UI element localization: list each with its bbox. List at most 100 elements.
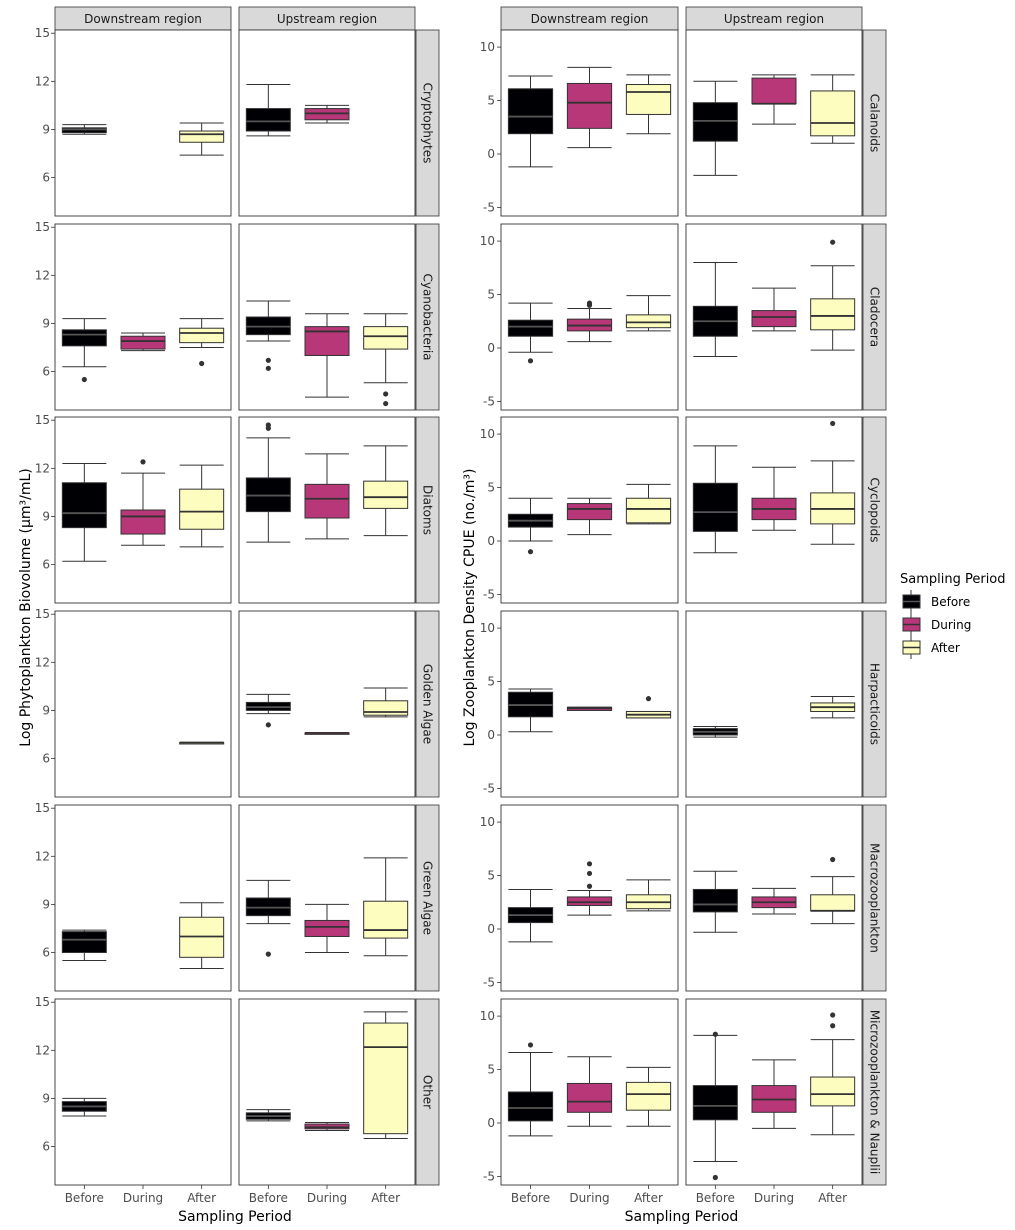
box-after bbox=[625, 483, 672, 525]
iqr-box bbox=[120, 509, 166, 535]
box-during bbox=[751, 1059, 797, 1129]
legend-item-after: After bbox=[902, 636, 960, 659]
box-after bbox=[179, 318, 225, 367]
y-tick-label: 15 bbox=[35, 607, 50, 621]
iqr-box bbox=[625, 1081, 672, 1111]
outlier-point bbox=[140, 459, 146, 465]
box-before bbox=[245, 879, 291, 957]
box-after bbox=[810, 74, 856, 144]
y-tick-label: 15 bbox=[35, 995, 50, 1009]
column-strip-label: Upstream region bbox=[724, 12, 824, 26]
y-tick-label: 9 bbox=[42, 509, 50, 523]
y-tick-label: 5 bbox=[487, 675, 495, 689]
panel bbox=[685, 29, 863, 217]
row-strip bbox=[862, 223, 887, 411]
outlier-point bbox=[830, 239, 836, 245]
iqr-box bbox=[810, 90, 856, 137]
outlier-point bbox=[527, 358, 534, 364]
y-tick-label: 6 bbox=[42, 752, 50, 766]
row-strip-label: Diatoms bbox=[421, 485, 435, 535]
box-after bbox=[179, 122, 225, 156]
box-after bbox=[363, 857, 409, 957]
row-strip-label: Cryptophytes bbox=[421, 83, 435, 164]
iqr-box bbox=[810, 1076, 856, 1107]
box-before bbox=[61, 929, 107, 962]
panel-border bbox=[54, 804, 232, 992]
box-after bbox=[625, 1066, 672, 1127]
y-tick-label: 9 bbox=[42, 316, 50, 330]
panel bbox=[238, 610, 416, 798]
y-tick-label: 15 bbox=[35, 801, 50, 815]
outlier-point bbox=[830, 1023, 836, 1029]
outlier-point bbox=[265, 951, 271, 957]
iqr-box bbox=[61, 329, 107, 347]
box-after bbox=[363, 1011, 409, 1139]
box-after bbox=[810, 696, 856, 719]
box-during bbox=[751, 466, 797, 531]
y-tick-label: 12 bbox=[35, 849, 50, 863]
y-tick-label: 5 bbox=[487, 481, 495, 495]
box-after bbox=[810, 239, 856, 351]
y-tick-label: 0 bbox=[487, 922, 495, 936]
iqr-box bbox=[61, 482, 107, 529]
iqr-box bbox=[692, 482, 738, 532]
x-tick-label: During bbox=[569, 1191, 609, 1205]
outlier-point bbox=[383, 400, 389, 407]
outlier-point bbox=[383, 391, 389, 397]
panel bbox=[685, 416, 863, 604]
box-during bbox=[751, 887, 797, 915]
box-during bbox=[566, 66, 613, 149]
row-strip bbox=[862, 29, 887, 217]
iqr-box bbox=[363, 700, 409, 716]
y-tick-label: 5 bbox=[487, 288, 495, 302]
outlier-point bbox=[527, 1042, 534, 1048]
y-tick-label: 12 bbox=[35, 1043, 50, 1057]
panel bbox=[685, 804, 863, 992]
iqr-box bbox=[692, 888, 738, 913]
iqr-box bbox=[625, 314, 672, 329]
legend-title: Sampling Period bbox=[900, 572, 1006, 587]
x-tick-label: Before bbox=[696, 1191, 735, 1205]
iqr-box bbox=[363, 480, 409, 509]
y-tick-label: 10 bbox=[480, 427, 495, 441]
y-tick-label: 15 bbox=[35, 413, 50, 427]
y-axis-title: Log Phytoplankton Biovolume (µm³/mL) bbox=[18, 468, 34, 746]
row-strip-label: Calanoids bbox=[868, 94, 882, 153]
x-tick-label: Before bbox=[249, 1191, 288, 1205]
box-during bbox=[566, 300, 613, 343]
legend-label: During bbox=[931, 618, 971, 632]
panel bbox=[238, 416, 416, 604]
panel bbox=[500, 998, 679, 1186]
outlier-point bbox=[265, 357, 271, 363]
iqr-box bbox=[179, 130, 225, 143]
panel bbox=[685, 610, 863, 798]
box-before bbox=[245, 84, 291, 137]
outlier-point bbox=[586, 870, 593, 877]
row-strip bbox=[415, 610, 440, 798]
panel bbox=[500, 610, 679, 798]
box-during bbox=[566, 861, 613, 916]
iqr-box bbox=[566, 896, 613, 906]
box-during bbox=[120, 459, 166, 546]
box-before bbox=[245, 422, 291, 543]
outlier-point bbox=[830, 420, 836, 427]
box-during bbox=[566, 706, 613, 711]
panel bbox=[54, 416, 232, 604]
box-after bbox=[810, 856, 856, 925]
y-tick-label: 6 bbox=[42, 171, 50, 185]
iqr-box bbox=[751, 310, 797, 328]
y-tick-label: 12 bbox=[35, 461, 50, 475]
box-before bbox=[245, 693, 291, 728]
box-after bbox=[810, 1012, 856, 1136]
row-strip bbox=[415, 29, 440, 217]
box-after bbox=[179, 464, 225, 548]
iqr-box bbox=[566, 82, 613, 129]
box-after bbox=[363, 687, 409, 718]
panel bbox=[238, 29, 416, 217]
box-before bbox=[692, 261, 738, 358]
x-tick-label: During bbox=[307, 1191, 347, 1205]
iqr-box bbox=[304, 483, 350, 519]
row-strip-label: Golden Algae bbox=[421, 664, 435, 744]
